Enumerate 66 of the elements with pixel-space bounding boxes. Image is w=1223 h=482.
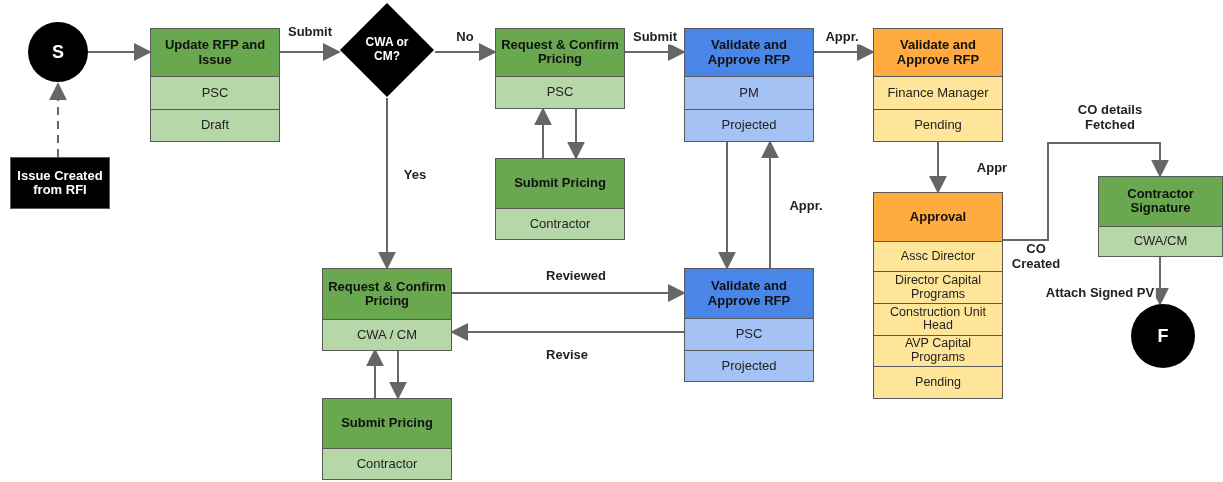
card-heading: Issue Created from RFI — [11, 158, 109, 208]
card-row: Construction Unit Head — [874, 302, 1002, 335]
card-heading: Request & Confirm Pricing — [323, 269, 451, 319]
arrow — [366, 348, 384, 399]
process-card — [1098, 176, 1223, 257]
terminal-circle — [28, 22, 88, 82]
card-row: AVP Capital Programs — [874, 334, 1002, 367]
card-heading: Contractor Signature — [1099, 177, 1222, 226]
card-row: Draft — [151, 108, 279, 141]
arrow — [718, 141, 736, 270]
process-card — [322, 398, 452, 480]
arrow — [624, 43, 686, 61]
process-card — [495, 158, 625, 240]
arrow — [929, 141, 947, 194]
edge-label: Appr. — [787, 198, 825, 214]
card-row: Director Capital Programs — [874, 271, 1002, 303]
card-row: Projected — [685, 349, 813, 381]
card-heading: Update RFP and Issue — [151, 29, 279, 77]
arrow — [389, 349, 407, 400]
card-row: CWA/CM — [1099, 225, 1222, 256]
card-row: CWA / CM — [323, 318, 451, 350]
arrow — [87, 43, 152, 61]
arrow — [813, 43, 875, 61]
card-row: PSC — [151, 76, 279, 109]
card-row: PSC — [496, 75, 624, 108]
arrow — [534, 107, 552, 159]
process-card — [495, 28, 625, 109]
arrow — [279, 43, 341, 61]
card-heading: Request & Confirm Pricing — [496, 29, 624, 76]
card-heading: Approval — [874, 193, 1002, 241]
decision-diamond — [339, 2, 435, 98]
card-row: PSC — [685, 318, 813, 350]
process-card — [873, 28, 1003, 142]
terminal-label: S — [52, 41, 64, 63]
card-row: Contractor — [323, 447, 451, 479]
arrow — [49, 82, 67, 158]
arrow — [761, 140, 779, 269]
process-card — [684, 268, 814, 382]
card-row: Pending — [874, 366, 1002, 398]
arrow — [434, 43, 497, 61]
arrow — [1002, 142, 1169, 241]
edge-label: Appr. — [823, 29, 861, 45]
edge-label: Attach Signed PV — [1043, 285, 1157, 301]
arrow — [567, 108, 585, 160]
process-card — [150, 28, 280, 142]
card-heading: Validate and Approve RFP — [685, 269, 813, 319]
card-row: Finance Manager — [874, 76, 1002, 109]
card-heading: Validate and Approve RFP — [685, 29, 813, 77]
process-card — [322, 268, 452, 351]
arrow — [378, 97, 396, 270]
process-card — [873, 192, 1003, 399]
process-card — [684, 28, 814, 142]
terminal-label: F — [1157, 325, 1169, 347]
card-row: Assc Director — [874, 240, 1002, 272]
card-row: Contractor — [496, 207, 624, 239]
card-heading: Submit Pricing — [496, 159, 624, 208]
arrow — [451, 284, 686, 302]
card-row: Pending — [874, 108, 1002, 141]
card-heading: Submit Pricing — [323, 399, 451, 448]
edge-label: Appr — [974, 160, 1010, 176]
card-row: Projected — [685, 108, 813, 141]
edge-label: Submit — [630, 29, 680, 45]
card-heading: Validate and Approve RFP — [874, 29, 1002, 77]
arrow — [450, 323, 685, 341]
decision-label: CWA or CM? — [364, 36, 410, 64]
card-row: PM — [685, 76, 813, 109]
